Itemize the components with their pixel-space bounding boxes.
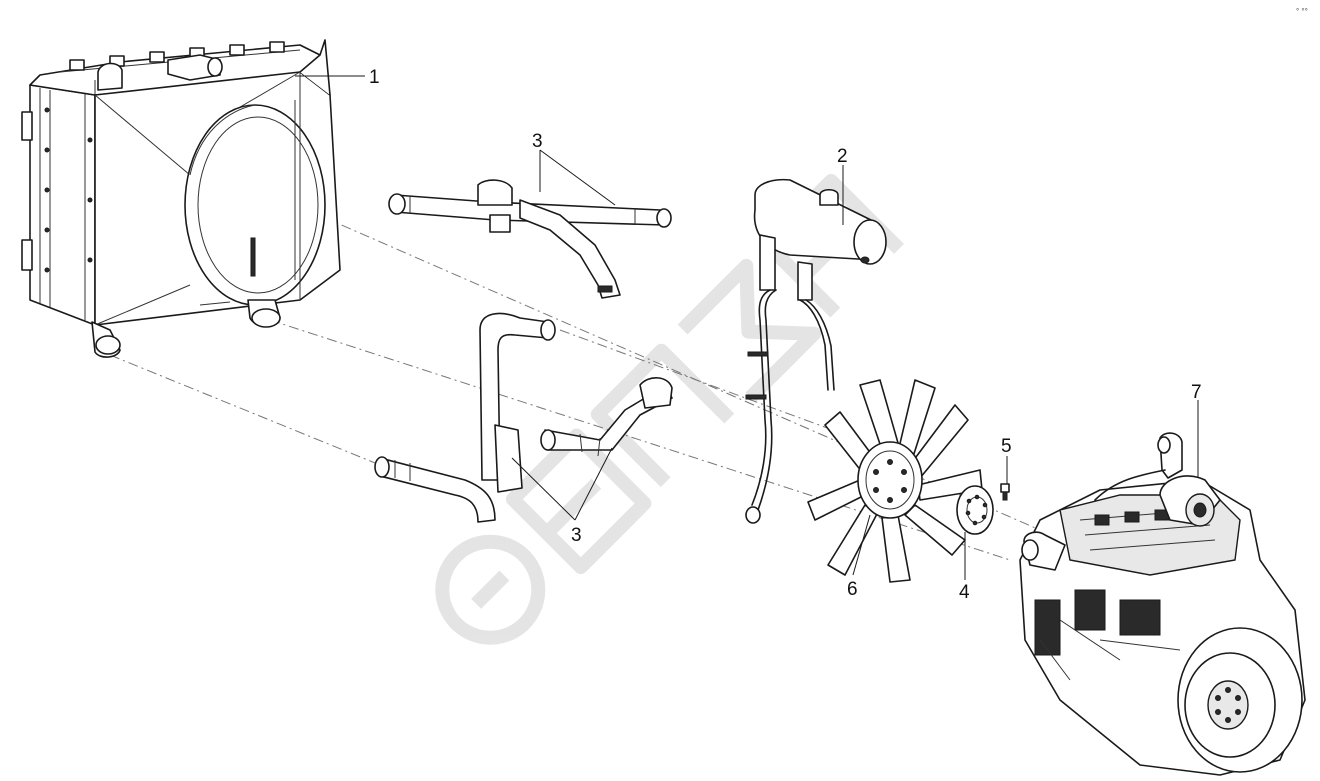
coolant-pipe-lower: [374, 312, 673, 523]
leader-lines: [295, 75, 1199, 580]
engine: [1019, 432, 1306, 776]
callout-3-upper: 3: [532, 131, 543, 152]
callout-2: 2: [837, 146, 848, 167]
callout-4: 4: [959, 582, 970, 603]
callout-5: 5: [1001, 436, 1012, 457]
radiator-assembly: [21, 39, 341, 358]
expansion-tank: [745, 178, 887, 524]
callout-1: 1: [369, 67, 380, 88]
callout-3-lower: 3: [571, 525, 582, 546]
fan-spacer: [956, 485, 994, 535]
bolt: [1000, 483, 1010, 501]
corner-mark: ° °°: [1296, 7, 1308, 16]
coolant-pipe-upper: [388, 179, 672, 299]
callout-labels: 1 2 3 3 4 5 6 7: [369, 67, 1202, 603]
callout-7: 7: [1191, 382, 1202, 403]
fan: [807, 379, 983, 583]
callout-6: 6: [847, 579, 858, 600]
